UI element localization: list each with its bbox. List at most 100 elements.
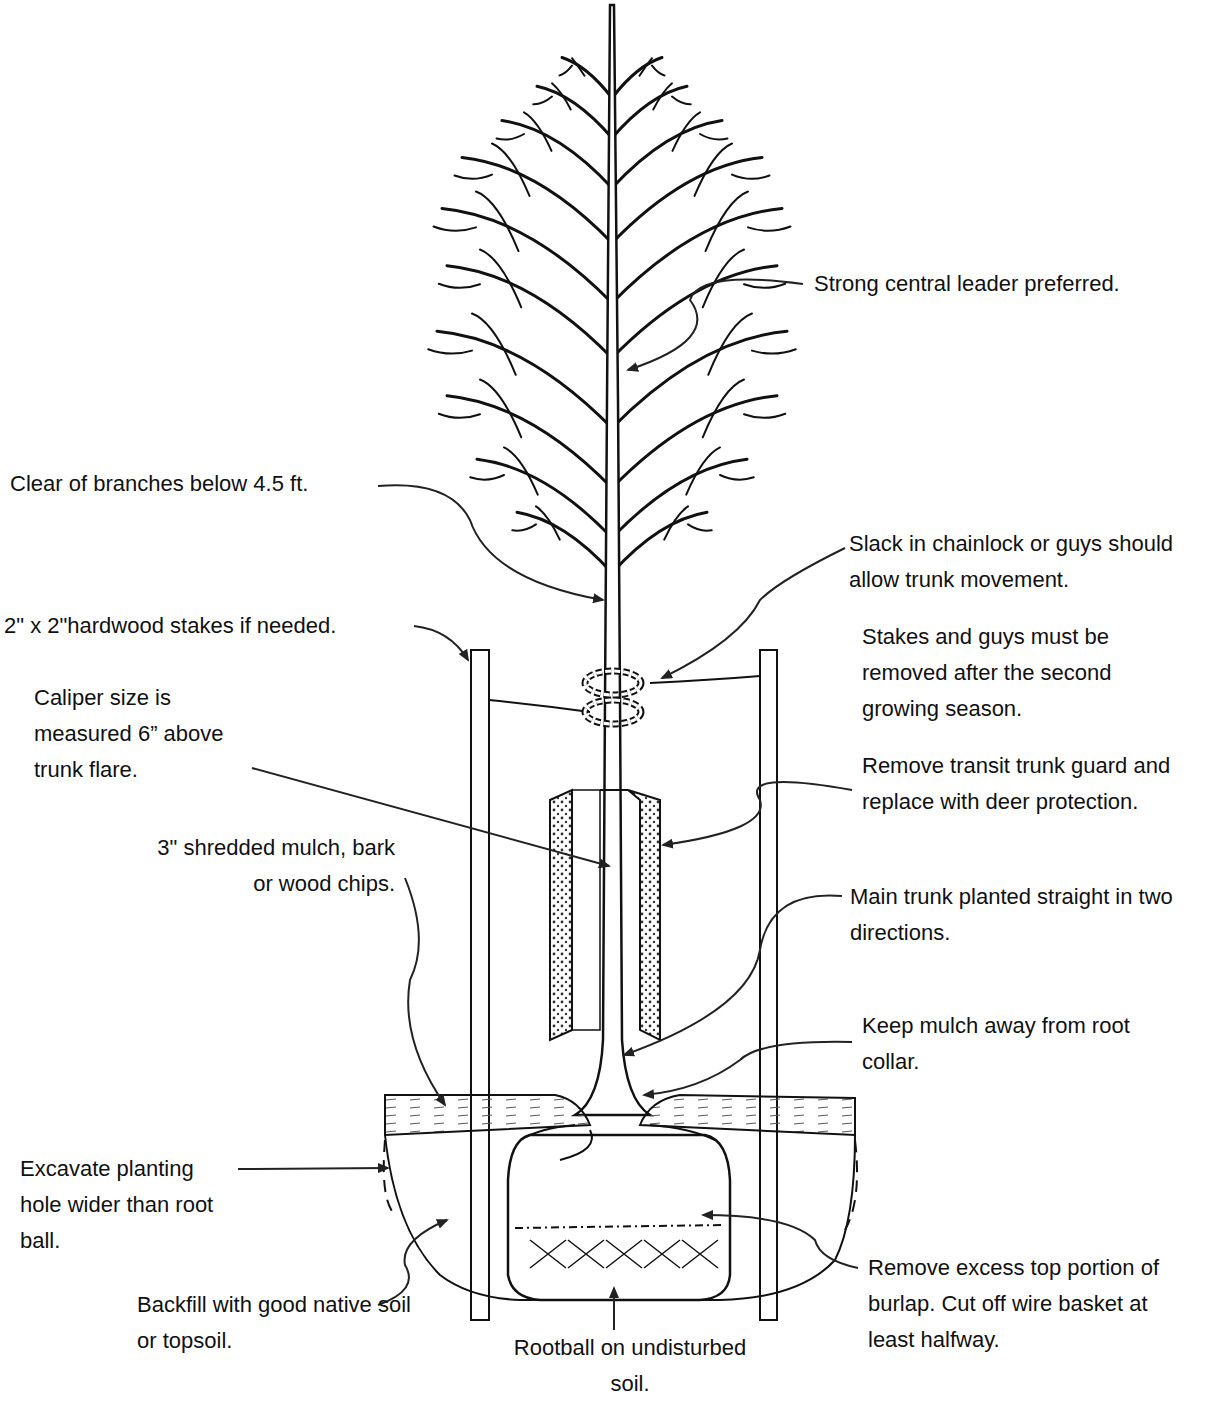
leader-line — [378, 485, 603, 600]
branch — [652, 66, 665, 76]
hole-edge — [845, 1140, 857, 1230]
branch — [673, 112, 701, 151]
trunk-guard — [550, 790, 572, 1040]
trunk-guard — [572, 790, 600, 1030]
branch — [536, 506, 560, 539]
branch — [442, 209, 612, 304]
mulch-layer — [385, 1095, 590, 1135]
callout-label: Strong central leader preferred. — [814, 266, 1214, 302]
branch — [708, 314, 752, 375]
callout-label: Remove transit trunk guard and replace w… — [862, 748, 1182, 820]
callout-label: Rootball on undisturbed soil. — [510, 1330, 750, 1401]
roots — [520, 1125, 715, 1160]
branch — [700, 134, 728, 140]
branch — [428, 349, 472, 353]
callout-label: Caliper size is measured 6” above trunk … — [34, 680, 249, 788]
leader-lines — [238, 280, 858, 1330]
branch — [480, 380, 521, 438]
branch — [504, 447, 538, 494]
branch — [732, 175, 770, 179]
branch — [562, 58, 612, 99]
branch — [477, 459, 612, 538]
callout-label: 2" x 2"hardwood stakes if needed. — [4, 608, 424, 644]
branch — [640, 58, 653, 76]
callout-label: Remove excess top portion of burlap. Cut… — [868, 1250, 1168, 1358]
branch — [572, 58, 585, 76]
trunk-guard — [628, 790, 660, 1040]
branch — [612, 512, 707, 573]
chainlock — [585, 700, 641, 724]
branch — [612, 459, 747, 538]
branch — [439, 414, 480, 418]
branch — [434, 227, 477, 231]
branch — [497, 134, 525, 140]
mulch-layer — [640, 1095, 855, 1135]
branch — [476, 192, 519, 252]
trunk — [575, 5, 650, 1115]
callout-label: Keep mulch away from root collar. — [862, 1008, 1132, 1080]
branch — [502, 121, 612, 189]
branch — [517, 512, 612, 573]
callout-label: Stakes and guys must be removed after th… — [862, 619, 1182, 727]
branch — [560, 66, 573, 76]
guy-wire — [650, 676, 760, 683]
leader-line — [414, 626, 468, 660]
chainlock — [585, 671, 641, 695]
basket-wire — [530, 1240, 566, 1268]
branch — [612, 86, 687, 138]
callout-label: Slack in chainlock or guys should allow … — [849, 526, 1214, 598]
branch — [612, 209, 782, 304]
stake — [471, 650, 489, 1320]
leader-line — [628, 280, 803, 370]
branch — [612, 331, 787, 428]
branch — [703, 250, 744, 308]
callout-label: Clear of branches below 4.5 ft. — [10, 466, 390, 502]
branch — [552, 83, 571, 109]
leader-line — [662, 548, 845, 678]
branch — [512, 524, 536, 530]
branch — [533, 97, 552, 105]
branch — [492, 143, 530, 196]
leader-line — [238, 1168, 388, 1169]
leader-line — [405, 878, 445, 1105]
root-ball — [508, 1135, 730, 1300]
callout-label: Backfill with good native soil or topsoi… — [137, 1287, 412, 1359]
basket-wire — [644, 1240, 680, 1268]
branch — [686, 447, 720, 494]
branch — [695, 143, 733, 196]
branch — [752, 349, 796, 353]
callout-label: Main trunk planted straight in two direc… — [850, 879, 1175, 951]
planting-hole — [385, 1135, 855, 1300]
branch — [612, 158, 762, 244]
branch — [455, 175, 493, 179]
branch — [524, 112, 552, 151]
callout-label: Excavate planting hole wider than root b… — [20, 1151, 225, 1259]
branch — [472, 314, 516, 375]
branch — [447, 266, 612, 358]
branch — [664, 506, 688, 539]
basket-wire — [606, 1240, 642, 1268]
hole-edge — [384, 1140, 395, 1215]
branch — [480, 250, 521, 308]
branch — [470, 475, 504, 480]
branch — [437, 331, 612, 428]
chainlock — [585, 700, 641, 724]
leader-line — [703, 1215, 858, 1268]
chainlock — [585, 671, 641, 695]
basket-wire — [568, 1240, 604, 1268]
leader-line — [613, 1288, 615, 1330]
branch — [537, 86, 612, 138]
branch — [612, 58, 662, 99]
trunk-guard — [600, 789, 628, 791]
leader-line — [644, 1042, 852, 1095]
branch — [744, 284, 785, 288]
branch — [612, 121, 722, 189]
branch — [748, 227, 791, 231]
branch — [703, 380, 744, 438]
branch — [653, 83, 672, 109]
branch — [462, 158, 612, 244]
leader-line — [624, 895, 842, 1055]
basket-wire — [682, 1240, 718, 1268]
branch — [706, 192, 749, 252]
branch — [720, 475, 754, 480]
